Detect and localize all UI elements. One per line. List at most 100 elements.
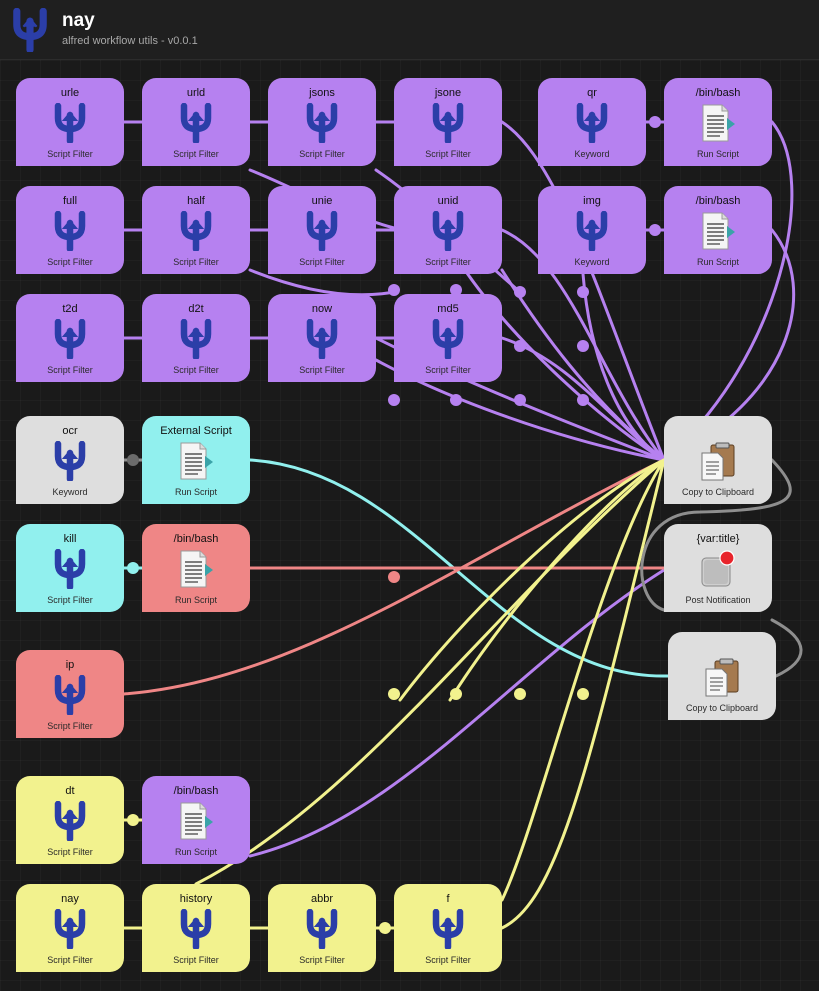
node-type: Script Filter <box>425 365 471 375</box>
connection-handle[interactable] <box>577 394 589 406</box>
node-title: /bin/bash <box>695 87 741 99</box>
connection-handle[interactable] <box>577 286 589 298</box>
node-history[interactable]: history Script Filter <box>142 884 250 972</box>
connection-wire[interactable] <box>500 458 666 902</box>
alfred-fork-icon <box>180 909 212 949</box>
node-dt[interactable]: dt Script Filter <box>16 776 124 864</box>
node-kill[interactable]: kill Script Filter <box>16 524 124 612</box>
node-run-script-bash-3[interactable]: /bin/bash Run Script <box>142 524 250 612</box>
node-type: Script Filter <box>47 721 93 731</box>
node-type: Script Filter <box>299 365 345 375</box>
node-title: t2d <box>62 303 78 315</box>
connection-wire[interactable] <box>194 458 666 886</box>
alfred-fork-icon <box>306 319 338 359</box>
node-d2t[interactable]: d2t Script Filter <box>142 294 250 382</box>
node-f[interactable]: f Script Filter <box>394 884 502 972</box>
connection-handle[interactable] <box>388 284 400 296</box>
node-title: dt <box>65 785 75 797</box>
node-urle[interactable]: urle Script Filter <box>16 78 124 166</box>
connection-handle[interactable] <box>388 688 400 700</box>
node-jsone[interactable]: jsone Script Filter <box>394 78 502 166</box>
alfred-fork-icon <box>54 211 86 251</box>
node-full[interactable]: full Script Filter <box>16 186 124 274</box>
node-ip[interactable]: ip Script Filter <box>16 650 124 738</box>
node-now[interactable]: now Script Filter <box>268 294 376 382</box>
workflow-title: nay <box>62 10 95 31</box>
connection-wire[interactable] <box>640 458 792 612</box>
node-md5[interactable]: md5 Script Filter <box>394 294 502 382</box>
connection-handle[interactable] <box>514 688 526 700</box>
script-document-icon <box>702 104 735 142</box>
connection-handle[interactable] <box>388 571 400 583</box>
node-copy-to-clipboard-2[interactable]: Copy to Clipboard <box>668 632 776 720</box>
alfred-fork-icon <box>54 909 86 949</box>
node-copy-to-clipboard-1[interactable]: Copy to Clipboard <box>664 416 772 504</box>
node-type: Script Filter <box>299 149 345 159</box>
node-title: urld <box>186 87 206 99</box>
alfred-fork-icon <box>306 211 338 251</box>
node-nay[interactable]: nay Script Filter <box>16 884 124 972</box>
connection-wire[interactable] <box>662 120 794 462</box>
node-title: jsons <box>309 87 335 99</box>
connection-handle[interactable] <box>450 394 462 406</box>
node-type: Script Filter <box>173 955 219 965</box>
connection-handle[interactable] <box>514 394 526 406</box>
node-img[interactable]: img Keyword <box>538 186 646 274</box>
connection-handle[interactable] <box>649 116 661 128</box>
alfred-fork-icon <box>306 909 338 949</box>
node-half[interactable]: half Script Filter <box>142 186 250 274</box>
connection-handle[interactable] <box>514 340 526 352</box>
alfred-fork-icon <box>180 319 212 359</box>
connection-wire[interactable] <box>248 458 670 678</box>
node-jsons[interactable]: jsons Script Filter <box>268 78 376 166</box>
node-unid[interactable]: unid Script Filter <box>394 186 502 274</box>
connection-handle[interactable] <box>388 394 400 406</box>
node-run-script-bash-2[interactable]: /bin/bash Run Script <box>664 186 772 274</box>
connection-handle[interactable] <box>514 286 526 298</box>
node-title: unid <box>437 195 459 207</box>
node-title: /bin/bash <box>173 785 219 797</box>
connection-handle[interactable] <box>577 688 589 700</box>
connection-handle[interactable] <box>577 340 589 352</box>
connection-wire[interactable] <box>450 248 666 462</box>
connection-wire[interactable] <box>248 568 666 858</box>
notification-icon <box>701 550 735 587</box>
connection-wire[interactable] <box>122 458 666 696</box>
connection-handle[interactable] <box>450 688 462 700</box>
connection-handle[interactable] <box>649 224 661 236</box>
node-type: Keyword <box>574 149 610 159</box>
node-type: Script Filter <box>47 365 93 375</box>
node-type: Script Filter <box>299 257 345 267</box>
node-run-script-bash-4[interactable]: /bin/bash Run Script <box>142 776 250 864</box>
connection-wire[interactable] <box>398 458 666 702</box>
script-document-icon <box>180 442 213 480</box>
connection-wire[interactable] <box>500 458 666 930</box>
node-type: Run Script <box>696 149 740 159</box>
alfred-fork-icon <box>432 103 464 143</box>
alfred-fork-icon <box>432 319 464 359</box>
clipboard-icon <box>705 658 739 697</box>
connection-wire[interactable] <box>770 618 803 678</box>
connection-handle[interactable] <box>127 454 139 466</box>
node-qr[interactable]: qr Keyword <box>538 78 646 166</box>
alfred-fork-icon <box>180 211 212 251</box>
alfred-fork-icon <box>576 103 608 143</box>
node-ocr[interactable]: ocr Keyword <box>16 416 124 504</box>
node-t2d[interactable]: t2d Script Filter <box>16 294 124 382</box>
connection-wire[interactable] <box>448 458 666 702</box>
node-run-script-bash-1[interactable]: /bin/bash Run Script <box>664 78 772 166</box>
connection-handle[interactable] <box>450 284 462 296</box>
connection-handle[interactable] <box>379 922 391 934</box>
node-urld[interactable]: urld Script Filter <box>142 78 250 166</box>
connection-handle[interactable] <box>127 814 139 826</box>
node-abbr[interactable]: abbr Script Filter <box>268 884 376 972</box>
node-post-notification[interactable]: {var:title} Post Notification <box>664 524 772 612</box>
node-type: Script Filter <box>47 847 93 857</box>
node-external-script[interactable]: External Script Run Script <box>142 416 250 504</box>
node-unie[interactable]: unie Script Filter <box>268 186 376 274</box>
connection-wire[interactable] <box>248 268 396 297</box>
connection-handle[interactable] <box>127 562 139 574</box>
connection-wire[interactable] <box>500 228 666 462</box>
connection-wire[interactable] <box>581 272 666 462</box>
connection-wire[interactable] <box>500 268 666 462</box>
